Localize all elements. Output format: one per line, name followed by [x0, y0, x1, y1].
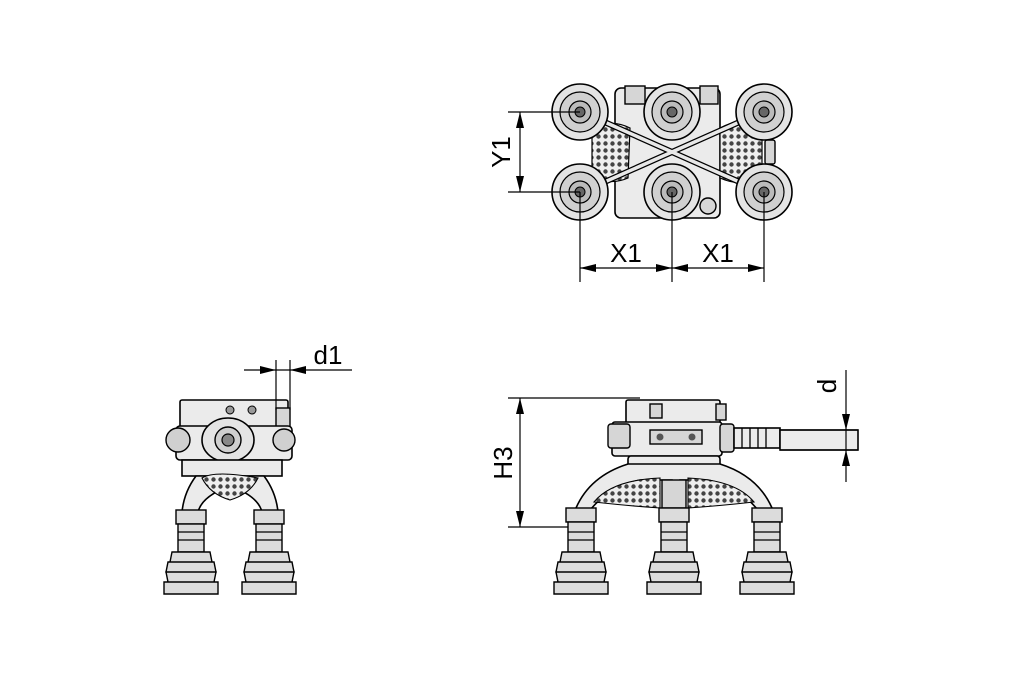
front-view-cup-right [739, 507, 795, 595]
dimension-d: d [780, 370, 858, 482]
label-d1: d1 [314, 340, 343, 370]
front-view-mesh-left [592, 477, 661, 509]
top-view-cup-row-bottom [551, 163, 793, 221]
side-view-mesh [201, 473, 259, 501]
top-view-side-tab [764, 139, 776, 165]
dimension-d1: d1 [244, 340, 352, 410]
front-view-connector [719, 423, 735, 453]
top-view-cup-row-top [551, 83, 793, 141]
dimension-y1: Y1 [486, 111, 580, 193]
top-view-connector [699, 85, 719, 105]
side-view-right-fitting [272, 428, 296, 452]
front-view-fitting [733, 427, 781, 449]
side-view-cup-right [241, 509, 297, 595]
dimension-x1: X1 X1 [579, 192, 765, 282]
label-x1-right: X1 [702, 238, 734, 268]
dimension-h3: H3 [488, 397, 640, 528]
front-view: H3 d [488, 370, 859, 595]
top-view: Y1 X1 X1 [486, 83, 793, 282]
side-view-lower-block [181, 459, 283, 477]
top-view-valve [624, 85, 646, 105]
label-h3: H3 [488, 446, 518, 479]
label-x1-left: X1 [610, 238, 642, 268]
label-d: d [812, 379, 842, 393]
label-y1: Y1 [486, 136, 516, 168]
side-view: d1 [163, 340, 352, 595]
front-view-cup-left [553, 507, 609, 595]
front-view-mesh-right [687, 477, 756, 509]
front-view-cup-center [646, 507, 702, 595]
side-view-left-fitting [165, 427, 191, 453]
top-view-port [699, 197, 717, 215]
side-view-cup-left [163, 509, 219, 595]
